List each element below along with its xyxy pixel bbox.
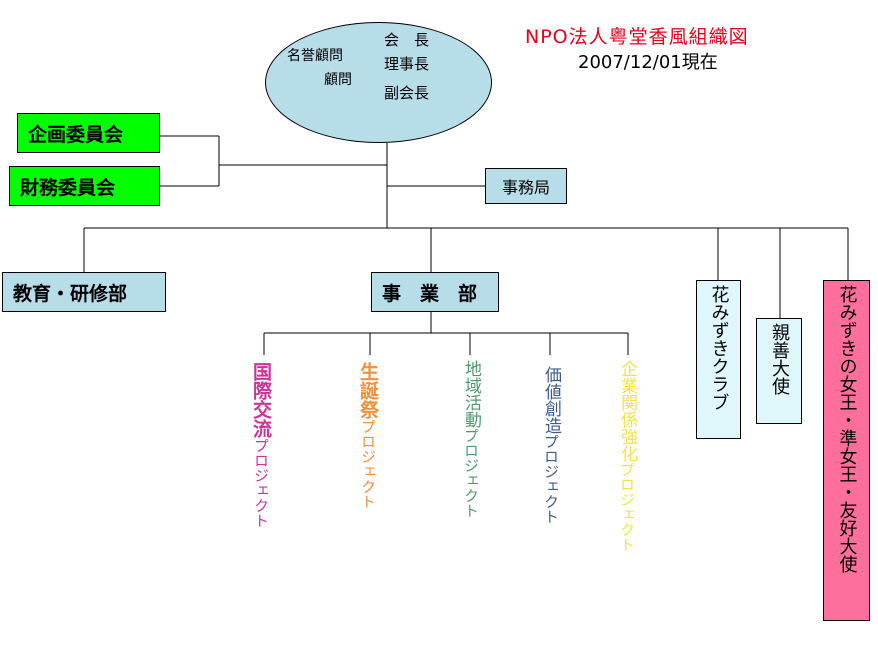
goodwill-ambassador-label: 親善大使 [769,323,790,395]
office-box: 事務局 [485,168,567,204]
project-value-head: 価値創造 [541,366,561,434]
project-community-head: 地域活動 [461,360,481,428]
project-corporate-head: 企業関係強化 [617,360,637,462]
vice-chairman-label: 副会長 [384,84,430,102]
project-birthday-tail: プロジェクト [359,419,377,509]
project-value-tail: プロジェクト [542,434,560,524]
business-dept-label: 事 業 部 [382,282,478,305]
leadership-ellipse [265,22,492,143]
education-dept-label: 教育・研修部 [13,282,128,305]
queen-ambassador-box: 花みずきの女王・準女王・友好大使 [823,280,870,621]
project-community: 地域活動プロジェクト [461,360,481,518]
finance-committee-box: 財務委員会 [9,166,160,206]
project-birthday-head: 生誕祭 [357,362,379,419]
chart-date: 2007/12/01現在 [578,52,718,73]
queen-ambassador-label: 花みずきの女王・準女王・友好大使 [836,285,858,573]
hanamizuki-club-label: 花みずきクラブ [708,285,730,411]
project-corporate-tail: プロジェクト [618,462,636,552]
education-dept-box: 教育・研修部 [2,272,166,312]
project-value: 価値創造プロジェクト [541,366,561,524]
planning-committee-box: 企画委員会 [17,113,160,153]
planning-committee-label: 企画委員会 [28,123,124,146]
goodwill-ambassador-box: 親善大使 [756,318,802,424]
honorary-advisor-label: 名誉顧問 [287,48,343,64]
chart-title: NPO法人粤堂香風組織図 [525,26,749,48]
project-birthday: 生誕祭プロジェクト [357,362,379,509]
project-corporate: 企業関係強化プロジェクト [617,360,637,552]
business-dept-box: 事 業 部 [371,272,499,312]
advisor-label: 顧問 [324,72,352,88]
project-international-tail: プロジェクト [252,438,270,528]
office-label: 事務局 [501,178,550,197]
hanamizuki-club-box: 花みずきクラブ [696,280,741,439]
chairman-label: 会 長 [384,31,430,49]
director-label: 理事長 [384,55,430,73]
project-international: 国際交流プロジェクト [250,362,272,528]
project-community-tail: プロジェクト [462,428,480,518]
finance-committee-label: 財務委員会 [20,176,116,199]
project-international-head: 国際交流 [250,362,272,438]
